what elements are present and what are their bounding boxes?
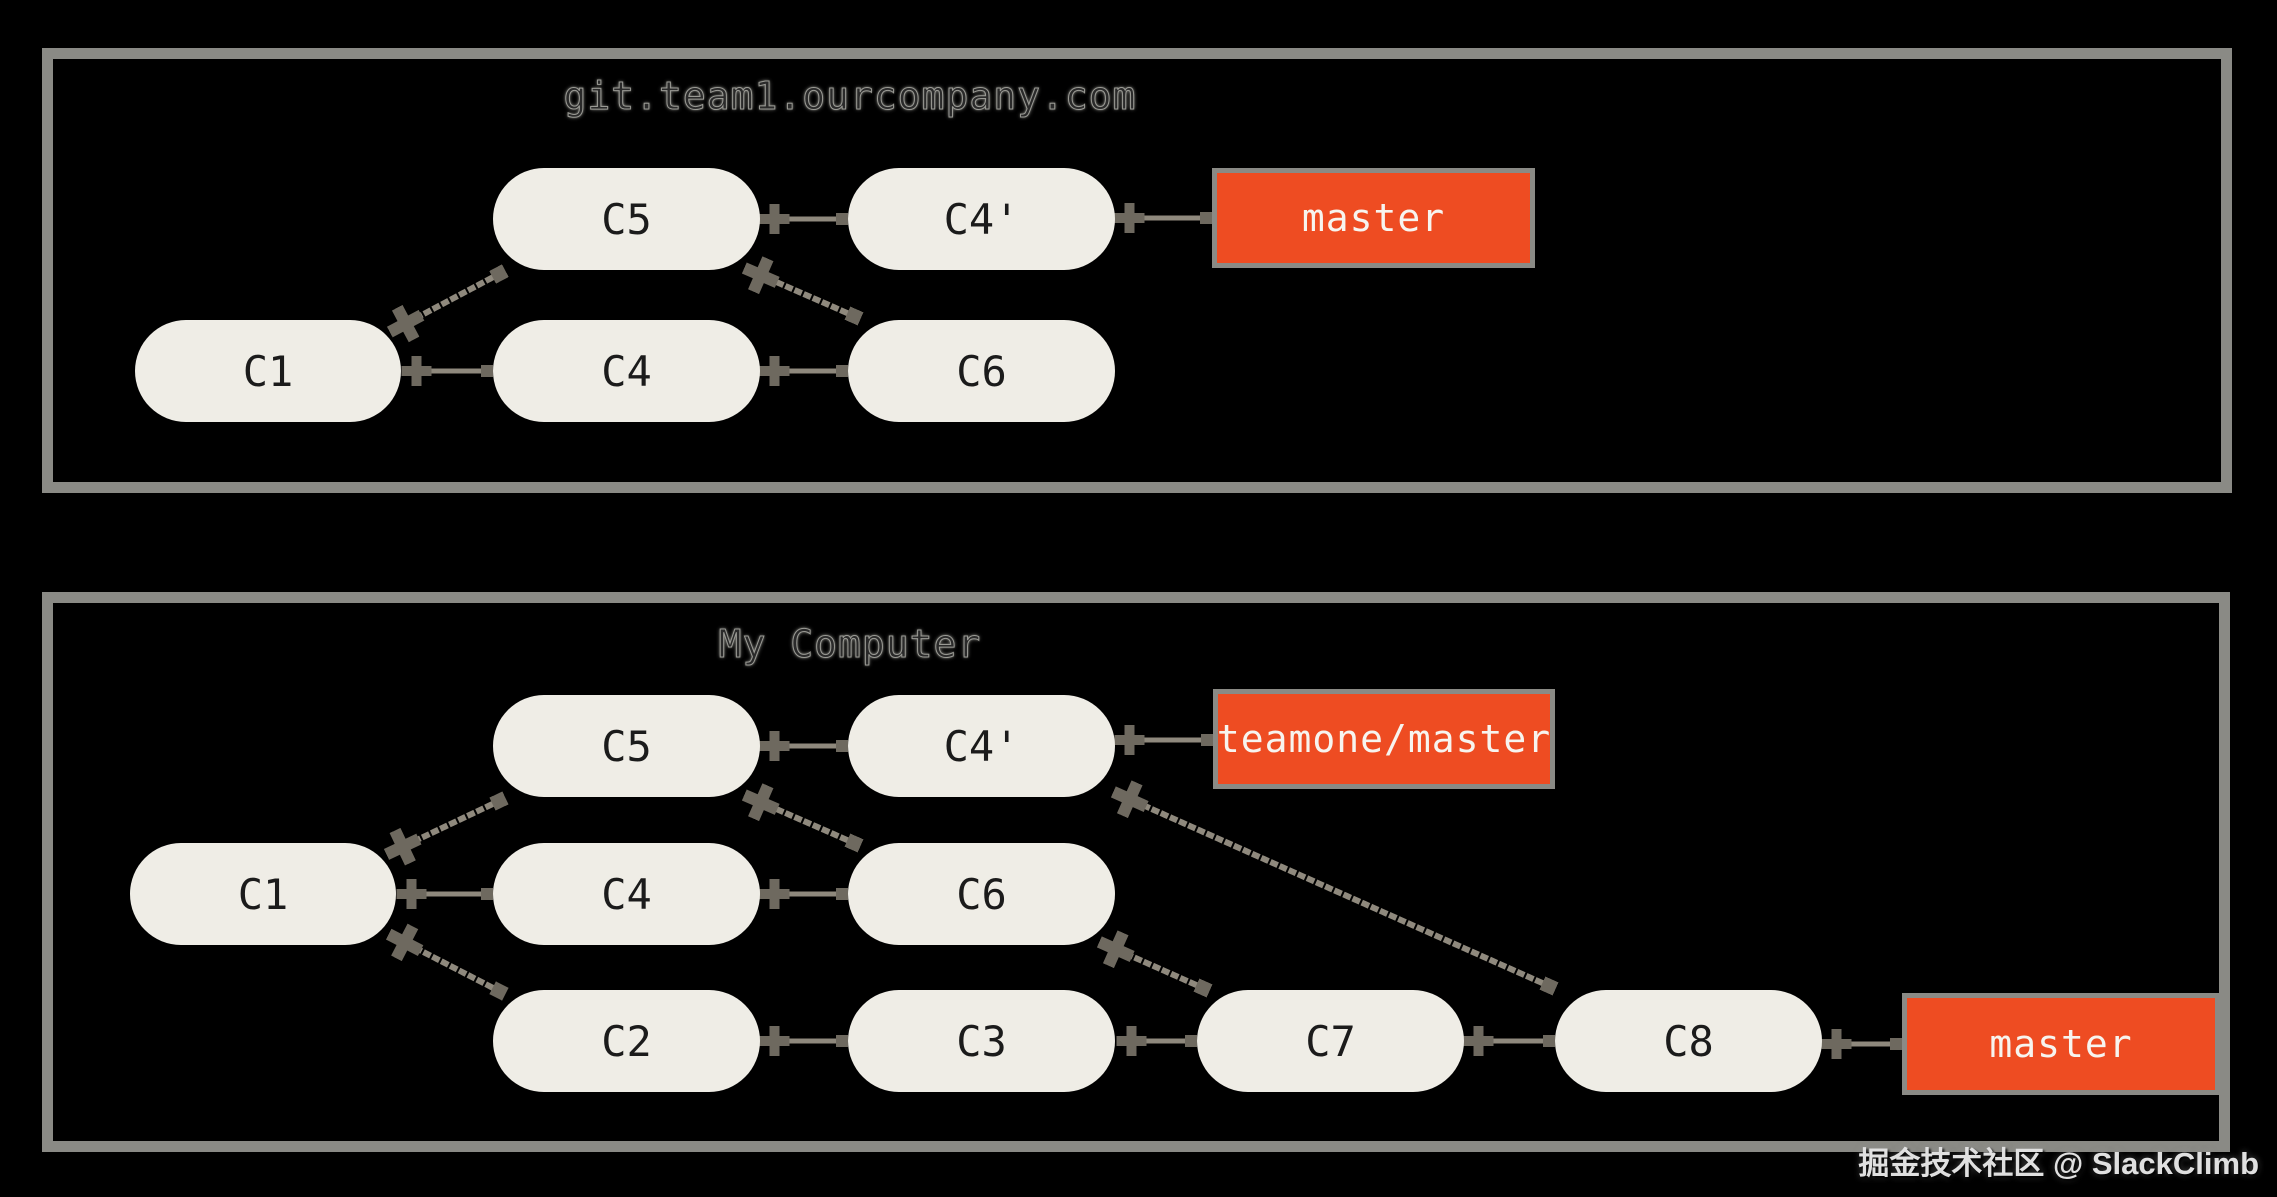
commit-node-c4-server: C4	[493, 320, 760, 422]
commit-node-c6-local: C6	[848, 843, 1115, 945]
panel-server	[42, 48, 2232, 493]
branch-label-master-server: master	[1212, 168, 1535, 268]
commit-node-c1-local: C1	[130, 843, 396, 945]
commit-node-c8-local: C8	[1555, 990, 1822, 1092]
watermark: 掘金技术社区 @ SlackClimb	[1858, 1146, 2259, 1181]
commit-node-c5-local: C5	[493, 695, 760, 797]
commit-node-c3-local: C3	[848, 990, 1115, 1092]
commit-node-c2-local: C2	[493, 990, 760, 1092]
panel-my-computer	[42, 592, 2230, 1152]
commit-node-c1-server: C1	[135, 320, 401, 422]
panel-my-computer-title: My Computer	[718, 622, 982, 667]
panel-server-title: git.team1.ourcompany.com	[563, 74, 1137, 119]
branch-label-master-local: master	[1902, 993, 2220, 1095]
commit-node-c5-server: C5	[493, 168, 760, 270]
branch-label-teamone-master-local: teamone/master	[1213, 689, 1555, 789]
commit-node-c4prime-server: C4'	[848, 168, 1115, 270]
commit-node-c4prime-local: C4'	[848, 695, 1115, 797]
commit-node-c4-local: C4	[493, 843, 760, 945]
commit-node-c6-server: C6	[848, 320, 1115, 422]
commit-node-c7-local: C7	[1197, 990, 1464, 1092]
